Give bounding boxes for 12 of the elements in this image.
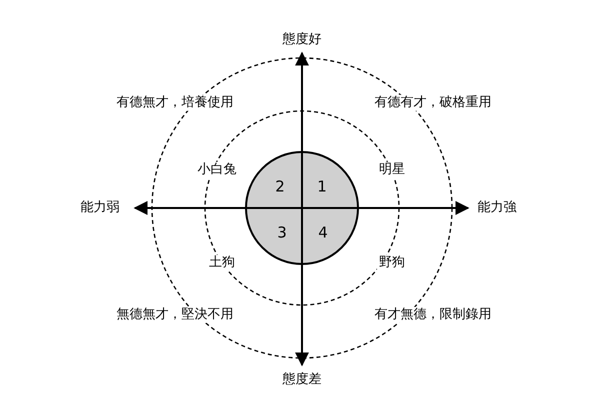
quadrant-label: 有才無德，限制錄用 xyxy=(372,306,494,324)
quadrant-number: 3 xyxy=(277,226,287,240)
quadrant-label: 明星 xyxy=(377,162,407,178)
quadrant-number: 2 xyxy=(275,180,285,194)
quadrant-label: 有德無才，培養使用 xyxy=(114,94,236,112)
quadrant-label: 有德有才，破格重用 xyxy=(372,94,494,112)
quadrant-label: 小白兔 xyxy=(196,162,238,178)
quadrant-number: 1 xyxy=(317,180,327,194)
quadrant-number: 4 xyxy=(318,226,328,240)
quadrant-label: 土狗 xyxy=(207,254,237,272)
quadrant-label: 野狗 xyxy=(377,254,407,272)
quadrant-label: 無德無才，堅決不用 xyxy=(114,306,236,324)
